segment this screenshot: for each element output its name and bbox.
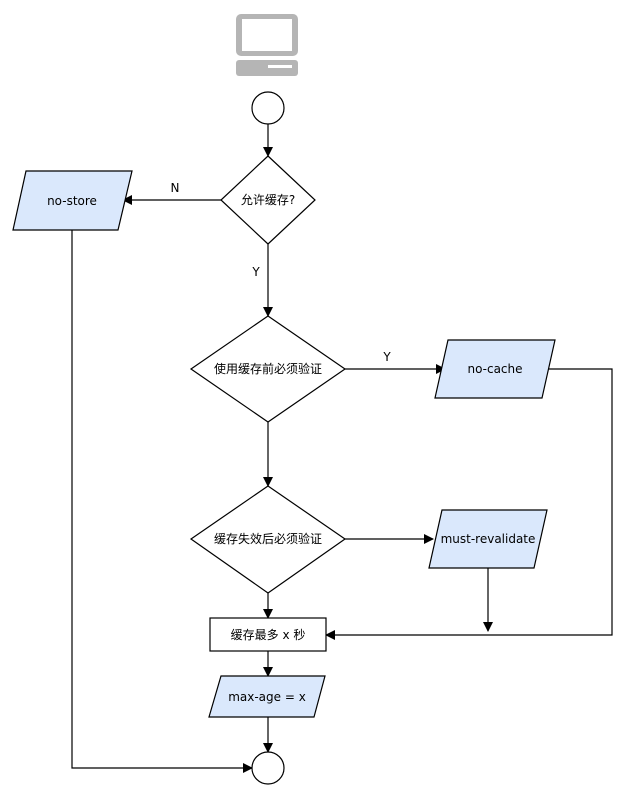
edge-no-store-to-end	[71, 230, 253, 773]
process-cache-max: 缓存最多 x 秒	[209, 617, 327, 652]
edge-label-yes-right: Y	[382, 350, 391, 364]
start-node	[251, 91, 285, 125]
edges	[71, 124, 613, 773]
decision-validate-after-expiry-label: 缓存失效后必须验证	[214, 531, 322, 546]
directive-max-age-label: max-age = x	[228, 690, 306, 704]
directive-no-cache-label: no-cache	[467, 362, 522, 376]
computer-icon	[236, 14, 298, 76]
end-node	[251, 751, 285, 785]
directive-no-cache: no-cache	[434, 339, 556, 399]
decision-allow-cache-label: 允许缓存?	[241, 192, 295, 207]
directive-must-revalidate-label: must-revalidate	[441, 532, 536, 546]
decision-validate-after-expiry: 缓存失效后必须验证	[189, 485, 347, 594]
edge-no-cache-to-cache-max	[325, 368, 613, 640]
decision-validate-before-use-label: 使用缓存前必须验证	[214, 361, 322, 376]
decision-validate-before-use: 使用缓存前必须验证	[189, 315, 347, 423]
edge-label-no: N	[171, 181, 180, 195]
decision-allow-cache: 允许缓存?	[220, 155, 316, 245]
process-cache-max-label: 缓存最多 x 秒	[231, 628, 306, 642]
directive-must-revalidate: must-revalidate	[428, 509, 548, 569]
edge-label-yes-down: Y	[251, 265, 260, 279]
directive-no-store: no-store	[12, 170, 133, 231]
directive-no-store-label: no-store	[47, 194, 97, 208]
directive-max-age: max-age = x	[208, 675, 326, 718]
